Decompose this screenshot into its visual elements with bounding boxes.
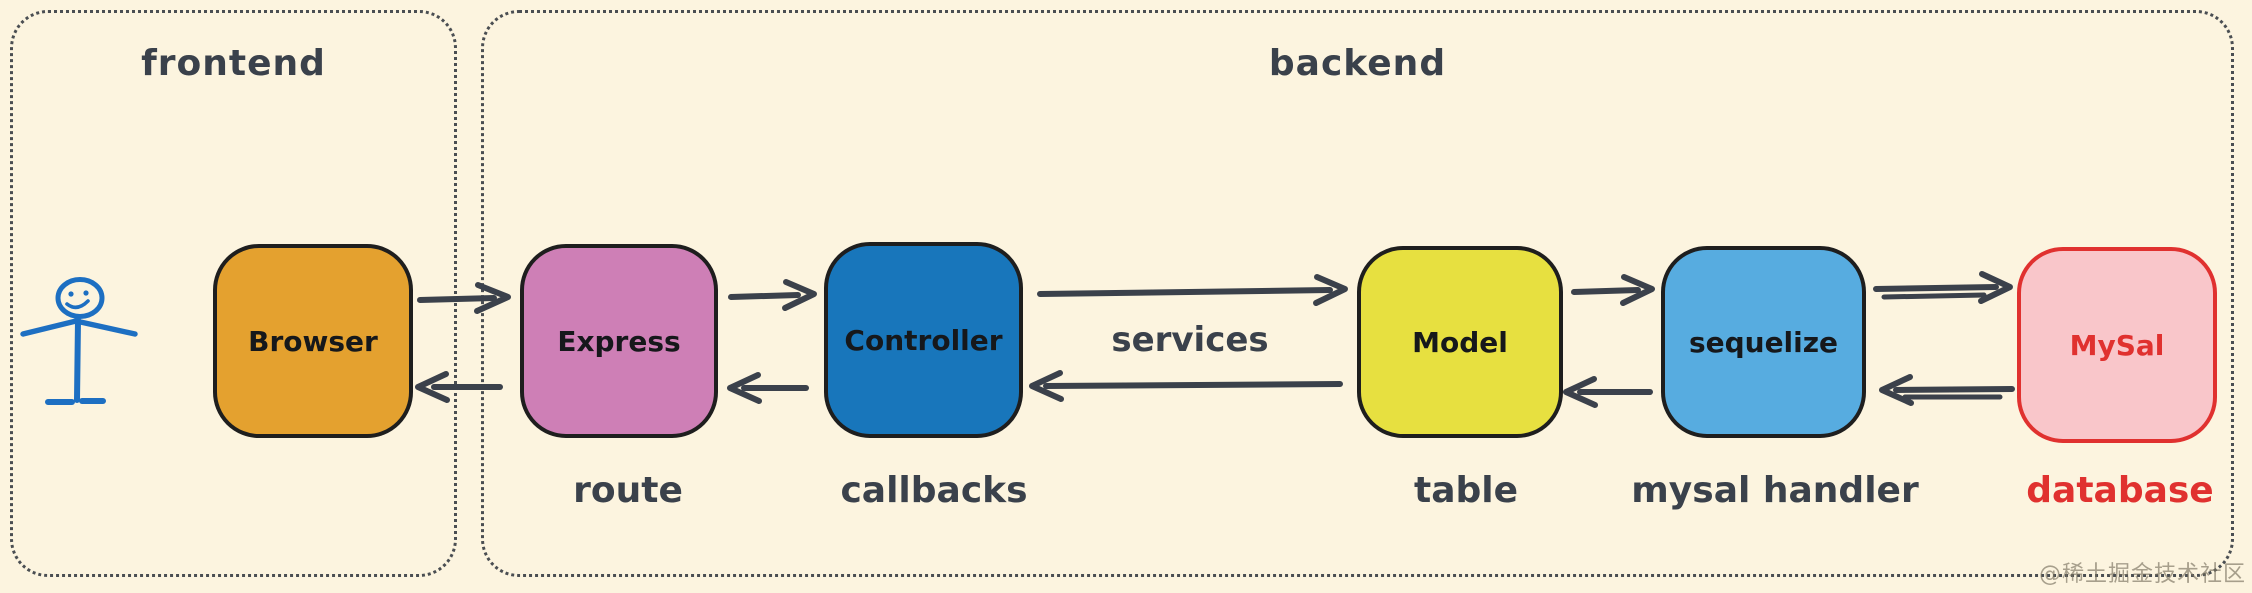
frontend-group: frontend	[10, 10, 457, 577]
node-mysal-label: MySal	[2069, 328, 2165, 362]
node-mysal: MySal	[2017, 247, 2217, 443]
node-browser-label: Browser	[248, 324, 378, 358]
node-sequelize: sequelize	[1661, 246, 1866, 438]
node-express-label: Express	[557, 324, 681, 358]
watermark: @稀土掘金技术社区	[2038, 562, 2246, 587]
caption-table: table	[1413, 470, 1519, 511]
backend-title: backend	[1268, 43, 1447, 84]
frontend-title: frontend	[141, 43, 326, 84]
node-model: Model	[1357, 246, 1563, 438]
caption-callbacks: callbacks	[840, 470, 1028, 511]
node-controller-label: Controller	[844, 323, 1003, 357]
node-controller: Controller	[824, 242, 1023, 438]
node-express: Express	[520, 244, 718, 438]
node-model-label: Model	[1412, 325, 1508, 359]
caption-mysal-handler: mysal handler	[1631, 470, 1919, 511]
caption-route: route	[573, 470, 683, 511]
node-sequelize-label: sequelize	[1688, 325, 1839, 359]
services-label: services	[1111, 320, 1269, 360]
caption-database: database	[2026, 470, 2214, 511]
node-browser: Browser	[213, 244, 413, 438]
